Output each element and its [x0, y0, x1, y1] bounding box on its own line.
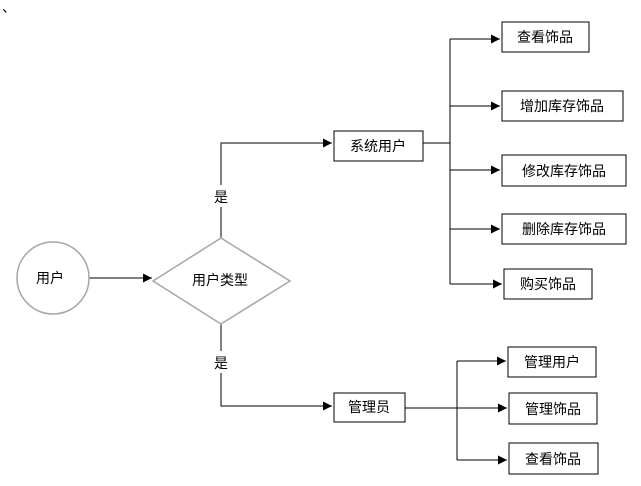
action-label-admin-view-items: 查看饰品: [525, 452, 581, 468]
system-user-label: 系统用户: [350, 138, 406, 155]
start-circle: [16, 241, 90, 315]
admin-actions: 管理用户 管理饰品 查看饰品: [507, 346, 599, 475]
action-label-view-items: 查看饰品: [517, 30, 573, 46]
action-label-buy-items: 购买饰品: [520, 277, 576, 293]
start-label: 用户: [36, 270, 64, 287]
edge-label-system-yes: 是: [214, 190, 228, 206]
action-box-admin-view-items: [508, 442, 599, 475]
edge-label-bg-admin: [210, 351, 232, 373]
decision-label: 用户类型: [192, 272, 248, 289]
edge-decision-to-admin: [220, 322, 332, 411]
node-decision: 用户类型: [151, 237, 292, 325]
action-label-manage-items: 管理饰品: [525, 402, 581, 418]
node-system-user: 系统用户: [333, 130, 424, 162]
edge-label-bg-system: [210, 185, 232, 207]
edge-decision-to-system-user: [220, 138, 332, 241]
admin-label: 管理员: [348, 400, 390, 416]
decision-diamond: [151, 237, 292, 325]
action-box-manage-users: [507, 346, 597, 378]
action-label-delete-stock: 删除库存饰品: [522, 222, 606, 238]
system-user-box: [333, 130, 424, 162]
action-box-view-items: [501, 21, 590, 53]
action-box-manage-items: [508, 392, 598, 425]
action-box-delete-stock: [501, 213, 627, 245]
system-user-actions: 查看饰品 增加库存饰品 修改库存饰品 删除库存饰品 购买饰品: [501, 21, 627, 300]
action-label-add-stock: 增加库存饰品: [520, 99, 604, 115]
action-box-buy-items: [503, 268, 593, 300]
node-start: 用户: [16, 241, 90, 315]
admin-box: [333, 392, 406, 423]
edge-label-admin-yes: 是: [214, 356, 228, 372]
action-box-add-stock: [501, 90, 624, 122]
action-box-modify-stock: [501, 154, 627, 187]
action-label-manage-users: 管理用户: [524, 354, 580, 371]
node-admin: 管理员: [333, 392, 406, 423]
action-label-modify-stock: 修改库存饰品: [522, 164, 606, 180]
corner-mark: 、: [2, 0, 16, 16]
edges: [89, 34, 507, 465]
